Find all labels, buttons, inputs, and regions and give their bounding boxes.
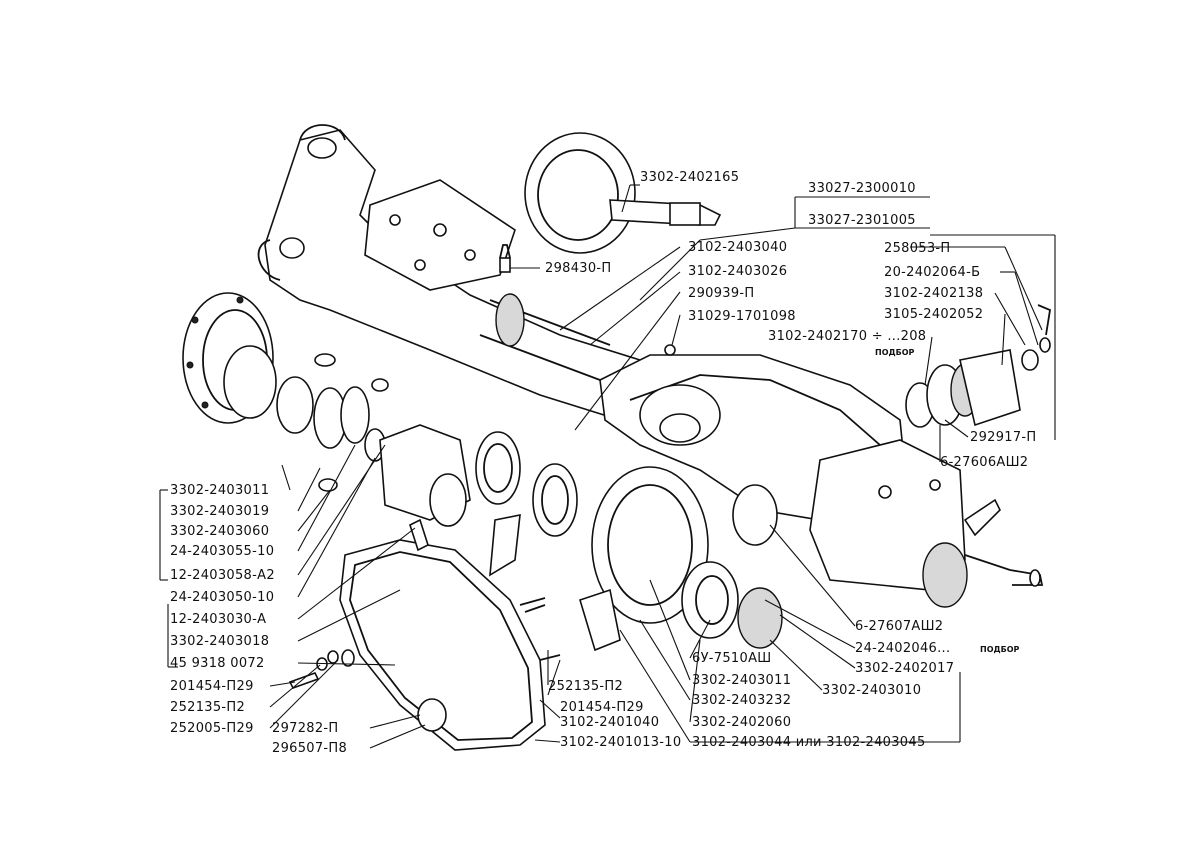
label-left-2: 3302-2403019: [170, 504, 269, 519]
part-labels: 3302-2402165 33027-2300010 33027-2301005…: [170, 170, 1037, 756]
diff-case-left-half: [182, 292, 277, 424]
label-right-1: 6-27607АШ2: [855, 619, 943, 634]
label-bot-3: 3102-2401040: [560, 715, 659, 730]
label-bot-4: 3102-2401013-10: [560, 735, 681, 750]
label-mid-4: 3302-2402060: [692, 715, 791, 730]
label-left-13: 297282-П: [272, 721, 339, 736]
diff-gears: [276, 353, 521, 527]
label-bot-1: 252135-П2: [548, 679, 623, 694]
label-part-292917: 292917-П: [970, 430, 1037, 445]
diff-center-parts: [489, 463, 783, 661]
label-right-3: 3302-2402017: [855, 661, 954, 676]
label-left-5: 12-2403058-А2: [170, 568, 275, 583]
pinion-bearing-parts: [664, 304, 1052, 428]
label-diff-part-a: 3102-2403040: [688, 240, 787, 255]
label-part-258053: 258053-П: [884, 241, 951, 256]
label-part-290939: 290939-П: [688, 286, 755, 301]
label-select-note-1: ПОДБОР: [875, 348, 915, 357]
leader-lines: [159, 184, 1056, 749]
label-washer-20: 20-2402064-Б: [884, 265, 980, 280]
label-right-4: 3302-2403010: [822, 683, 921, 698]
label-left-9: 45 9318 0072: [170, 656, 265, 671]
label-axle-assembly: 33027-2300010: [808, 181, 916, 196]
bolts: [288, 650, 339, 689]
label-select-note-2: ПОДБОР: [980, 645, 1020, 654]
label-plug: 31029-1701098: [688, 309, 796, 324]
label-left-14: 296507-П8: [272, 741, 347, 756]
label-left-10: 201454-П29: [170, 679, 254, 694]
label-mid-3: 3302-2403232: [692, 693, 791, 708]
label-left-11: 252135-П2: [170, 700, 245, 715]
label-bot-2: 201454-П29: [560, 700, 644, 715]
label-left-6: 24-2403050-10: [170, 590, 274, 605]
label-mid-2: 3302-2403011: [692, 673, 791, 688]
label-grease-fitting: 298430-П: [545, 261, 612, 276]
label-bearing-6-27606: 6-27606АШ2: [940, 455, 1028, 470]
label-bot-5: 3102-2403044 или 3102-2403045: [692, 735, 926, 750]
label-left-12: 252005-П29: [170, 721, 254, 736]
label-diff-part-b: 3102-2403026: [688, 264, 787, 279]
label-part-3102-2402138: 3102-2402138: [884, 286, 983, 301]
label-right-2: 24-2402046...: [855, 641, 950, 656]
label-ring-gear: 3302-2402165: [640, 170, 739, 185]
axle-housing-tube: [257, 124, 642, 421]
label-left-4: 24-2403055-10: [170, 544, 274, 559]
ring-gear-inset: [524, 132, 722, 254]
central-housing: [599, 354, 1044, 608]
label-part-3105-2402052: 3105-2402052: [884, 307, 983, 322]
label-shim-selection: 3102-2402170 ÷ ...208: [768, 329, 926, 344]
label-left-3: 3302-2403060: [170, 524, 269, 539]
label-axle-housing: 33027-2301005: [808, 213, 916, 228]
diff-cover: [339, 518, 546, 751]
label-left-7: 12-2403030-А: [170, 612, 266, 627]
label-mid-1: 6У-7510АШ: [692, 651, 771, 666]
label-left-8: 3302-2403018: [170, 634, 269, 649]
label-left-1: 3302-2403011: [170, 483, 269, 498]
